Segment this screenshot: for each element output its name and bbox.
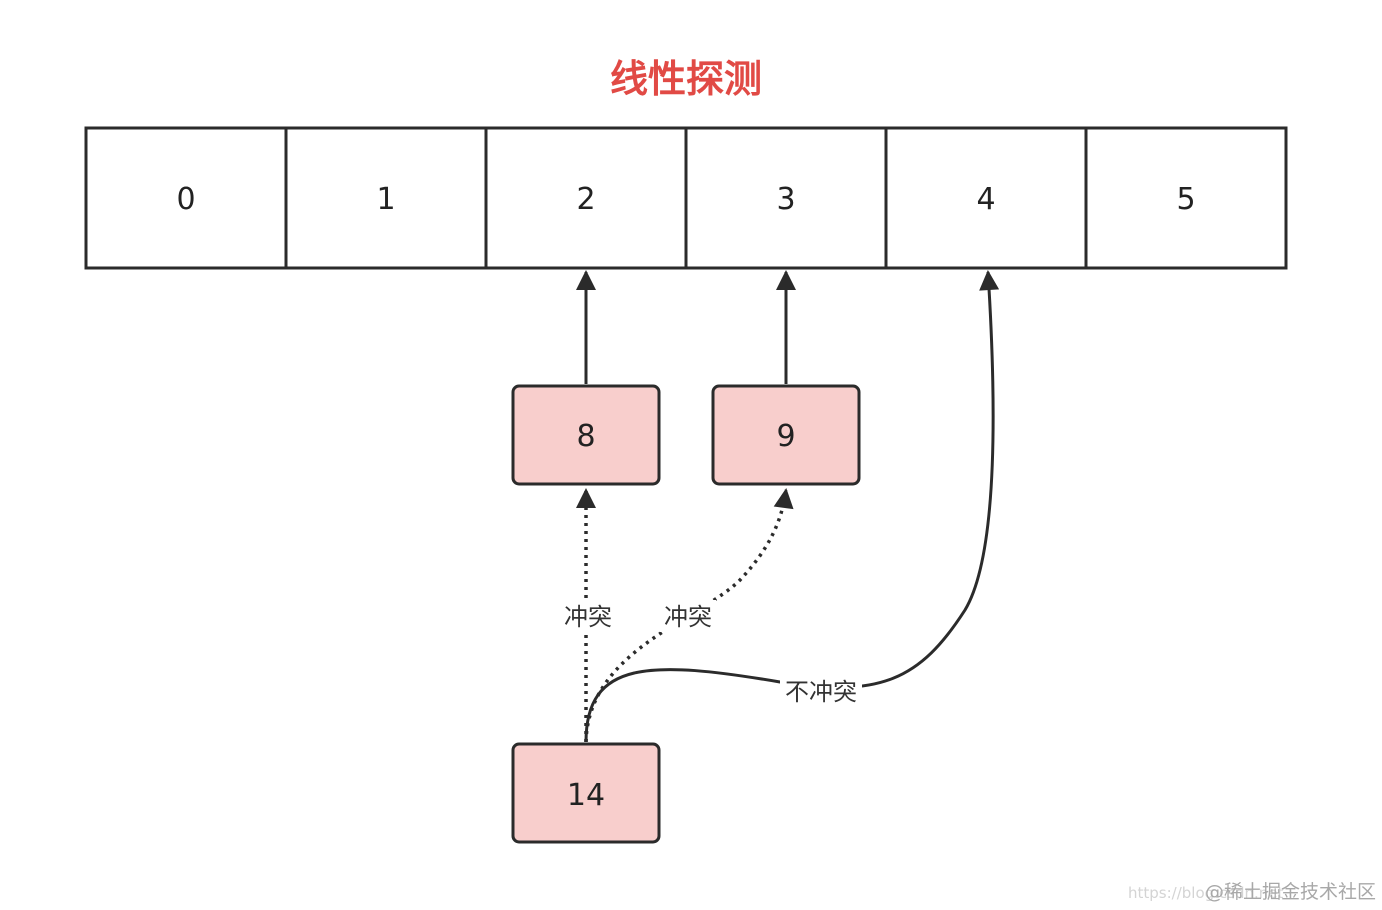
array-cell-label: 0 [176, 182, 195, 217]
watermark-link: https://blog.csdn.net [1128, 884, 1284, 902]
array-cell-label: 5 [1176, 182, 1195, 217]
diagram-title: 线性探测 [610, 57, 762, 101]
node-label: 8 [576, 419, 595, 454]
watermark-brand: @稀土掘金技术社区 [1205, 881, 1376, 903]
node-label: 9 [776, 419, 795, 454]
svg-text:冲突: 冲突 [664, 603, 712, 631]
node-label: 14 [567, 778, 605, 813]
array-cell-2: 2 [484, 126, 688, 270]
array-cell-label: 4 [976, 182, 995, 217]
node-9: 9 [711, 384, 861, 486]
array-cell-label: 1 [376, 182, 395, 217]
hash-array: 0 1 2 3 4 5 [84, 126, 1288, 270]
edge-14-to-4 [584, 270, 1000, 743]
edge-label-14-to-4: 不冲突 [780, 675, 862, 707]
node-8: 8 [511, 384, 661, 486]
node-14: 14 [511, 742, 661, 844]
array-cell-label: 3 [776, 182, 795, 217]
array-cell-4: 4 [884, 126, 1088, 270]
svg-text:冲突: 冲突 [564, 603, 612, 631]
edge-label-14-to-8: 冲突 [560, 600, 616, 632]
array-cell-label: 2 [576, 182, 595, 217]
array-cell-3: 3 [684, 126, 888, 270]
array-cell-5: 5 [1084, 126, 1288, 270]
array-cell-0: 0 [84, 126, 288, 270]
edge-label-14-to-9: 冲突 [660, 600, 716, 632]
svg-text:不冲突: 不冲突 [785, 678, 857, 706]
watermark: https://blog.csdn.net @稀土掘金技术社区 [1128, 881, 1376, 903]
array-cell-1: 1 [284, 126, 488, 270]
